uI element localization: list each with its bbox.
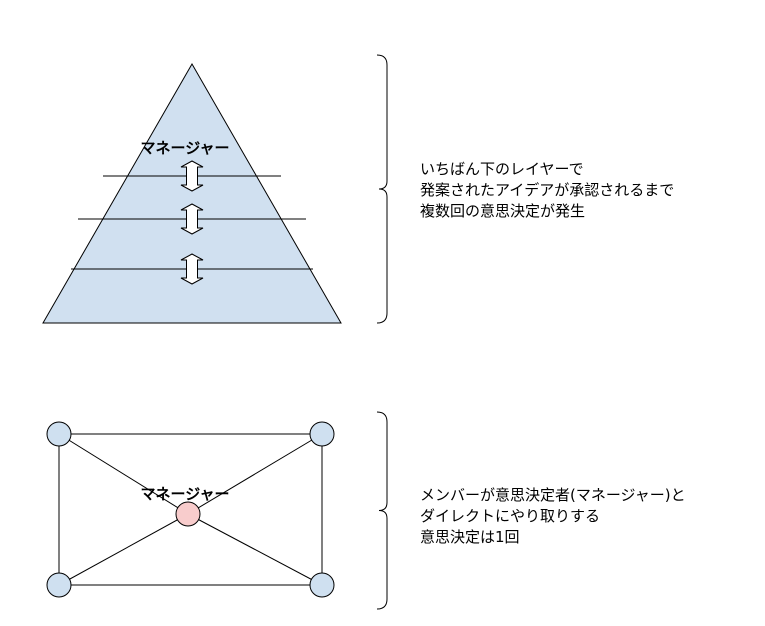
- pyramid-description-line: いちばん下のレイヤーで: [420, 160, 584, 178]
- network-description: メンバーが意思決定者(マネージャー)と ダイレクトにやり取りする 意思決定は1回: [420, 485, 686, 548]
- brace-icon: [376, 411, 388, 610]
- brace-icon: [376, 411, 388, 610]
- pyramid-description-line: 発案されたアイデアが承認されるまで: [420, 181, 675, 199]
- network-description-line: ダイレクトにやり取りする: [420, 507, 601, 525]
- brace-icon: [376, 54, 388, 324]
- pyramid-description: いちばん下のレイヤーで 発案されたアイデアが承認されるまで 複数回の意思決定が発…: [420, 159, 674, 222]
- member-node-icon: [309, 421, 335, 447]
- network-manager-label: マネージャー: [141, 485, 230, 503]
- double-arrow-icon: [180, 253, 204, 285]
- network-frame: [58, 433, 323, 586]
- hierarchy-pyramid: マネージャー: [42, 62, 342, 324]
- network-link: [58, 433, 189, 515]
- pyramid-shape: [42, 62, 342, 324]
- network-description-line: メンバーが意思決定者(マネージャー)と: [420, 486, 686, 504]
- manager-node-icon: [175, 501, 201, 527]
- pyramid-description-line: 複数回の意思決定が発生: [420, 202, 586, 220]
- member-node-icon: [309, 572, 335, 598]
- member-node-icon: [46, 572, 72, 598]
- network-link: [58, 513, 189, 586]
- double-arrow-icon: [180, 160, 204, 192]
- flat-network: マネージャー: [46, 421, 335, 598]
- network-description-line: 意思決定は1回: [420, 528, 520, 546]
- pyramid-manager-label: マネージャー: [141, 139, 230, 157]
- double-arrow-icon: [180, 203, 204, 235]
- network-link: [187, 433, 323, 515]
- network-link: [187, 513, 323, 586]
- member-node-icon: [46, 421, 72, 447]
- brace-icon: [376, 54, 388, 324]
